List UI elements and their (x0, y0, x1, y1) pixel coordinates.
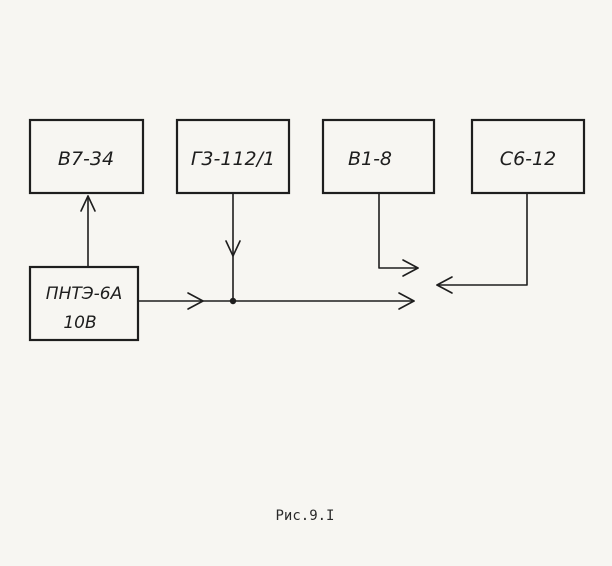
block-g3-112-label: Г3-112/1 (191, 148, 275, 170)
block-b1-8: B1-8 (321, 118, 436, 195)
block-pnte-6a-label-line1: ПНТЭ-6А (46, 284, 122, 304)
arrow-b1-8-out (378, 192, 419, 277)
figure-caption: Рис.9.I (275, 508, 335, 524)
block-pnte-6a-label-line2: 10В (63, 313, 96, 333)
block-b7-34: B7-34 (28, 118, 145, 195)
arrow-main-bus (137, 292, 415, 310)
block-b7-34-label: B7-34 (58, 148, 114, 170)
block-c6-12-frame (470, 118, 586, 195)
block-b1-8-label: B1-8 (348, 148, 392, 170)
block-c6-12-label: C6-12 (500, 148, 556, 170)
block-b7-34-frame (28, 118, 145, 195)
arrow-g3-to-bus (225, 192, 241, 302)
arrow-pnte-to-b7 (80, 195, 96, 268)
block-pnte-6a-frame (28, 265, 140, 342)
block-pnte-6a: ПНТЭ-6А 10В (28, 265, 140, 342)
arrow-c6-12-out (436, 192, 528, 294)
block-c6-12: C6-12 (470, 118, 586, 195)
block-g3-112: Г3-112/1 (175, 118, 291, 195)
